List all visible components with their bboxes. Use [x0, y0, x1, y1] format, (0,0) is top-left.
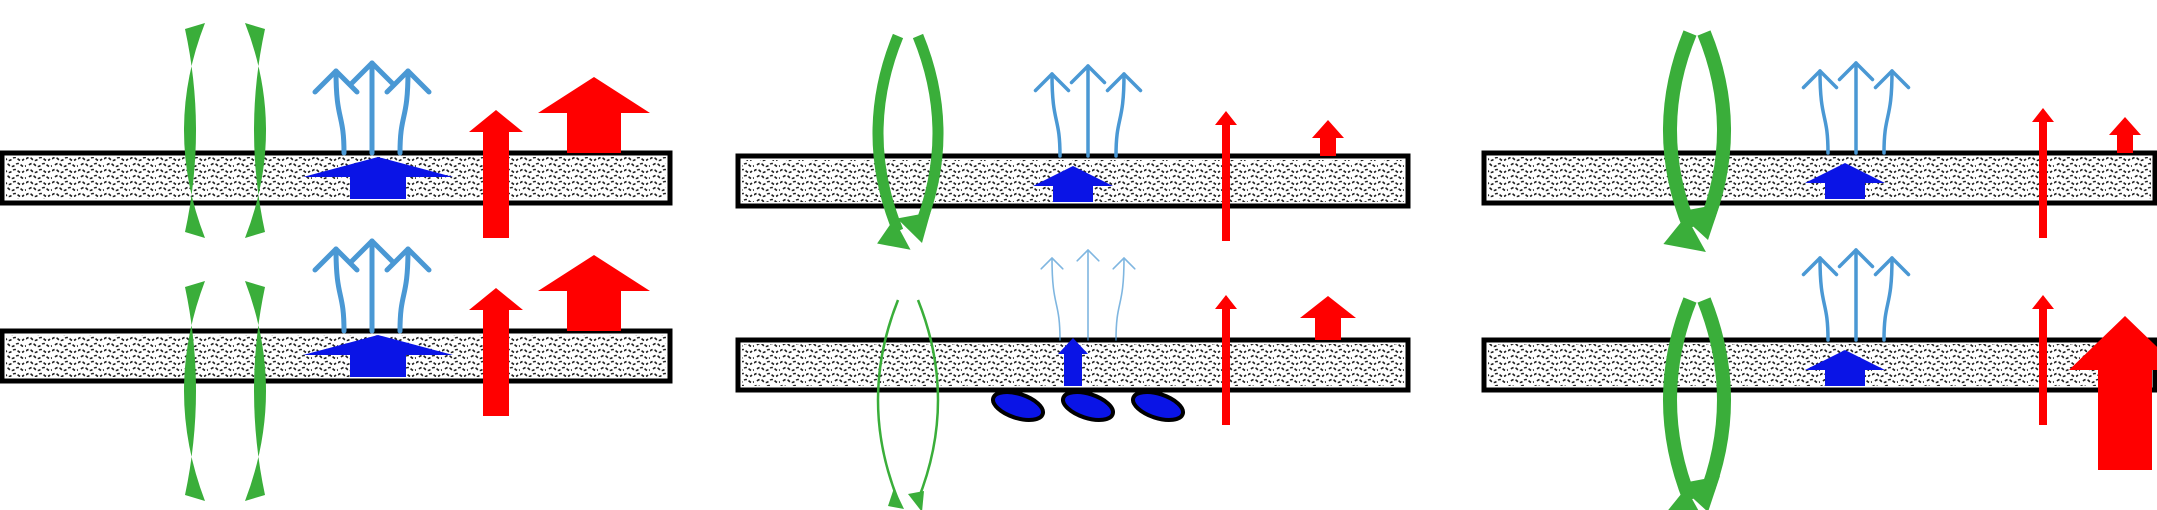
panel-3-row-1-green-up-arrow-stroke [1663, 30, 1697, 231]
panel-3-row-1-lightblue-arrow-right-head [1873, 69, 1911, 90]
panel-3-row-1-green-down-arrow-stroke [1697, 30, 1731, 231]
panel-2-row-1-green-down-arrow-head [897, 212, 931, 243]
panel-1-row-2-lightblue-arrow-right [384, 246, 432, 334]
panel-3-row-2-lightblue-arrow-left-head [1801, 256, 1839, 277]
panel-3-row-1-lightblue-arrow-right [1873, 69, 1911, 155]
panel-3-row-1-lightblue-arrow-center [1837, 61, 1875, 155]
panel-2-row-2-lightblue-arrow-center [1076, 249, 1100, 341]
panel-1-row-2-membrane-texture [6, 335, 666, 377]
panel-1-row-1-lightblue-arrow-right-line [397, 68, 411, 156]
panel-1-row-2-green-right-bracket [245, 281, 266, 501]
panel-3-row-2-lightblue-arrow-right [1873, 256, 1911, 342]
panel-3-row-2-green-up-arrow [1663, 297, 1699, 510]
panel-2-row-2-lightblue-arrow-left-line [1051, 257, 1061, 341]
panel-1-row-1-green-left-bracket [184, 23, 205, 238]
panel-3-row-1-lightblue-arrow-right-line [1882, 69, 1894, 155]
panel-3-row-2-red-block-arrow [2069, 316, 2157, 470]
panel-2-row-2-lightblue-arrow-right [1112, 257, 1136, 341]
panel-2-row-2-lightblue-arrow-left-head [1040, 257, 1064, 270]
panel-2-row-1-lightblue-arrow-center [1069, 64, 1107, 158]
panel-2-row-2-lightblue-arrow-left [1040, 257, 1064, 341]
panel-2-row-1-blue-arrow [1033, 166, 1113, 202]
panel-2-row-1-lightblue-arrow-right-line [1114, 72, 1126, 158]
panel-3-row-1-red-arrow [2032, 108, 2054, 238]
panel-3-row-2-red-arrow [2032, 295, 2054, 425]
panel-1-row-2-lightblue-arrow-center [348, 238, 396, 334]
panel-2-row-2-lightblue-arrow-right-head [1112, 257, 1136, 270]
panel-2-row-2-red-arrow [1215, 295, 1237, 425]
panel-2-row-2-green-down-arrow-stroke [916, 299, 940, 501]
panel-1-row-2-green-left-bracket [184, 281, 205, 501]
panel-2-row-1-red-block-arrow [1312, 120, 1344, 156]
panel-2-row-2-red-block-arrow [1300, 296, 1356, 340]
panel-3-row-1-green-down-arrow [1677, 30, 1731, 240]
panel-2-row-1-red-arrow [1215, 111, 1237, 241]
panel-2-row-1-green-down-arrow [897, 33, 944, 243]
panel-3-row-2-green-up-arrow-stroke [1663, 297, 1697, 503]
panel-1-row-1-lightblue-arrow-center-head [348, 60, 396, 87]
panel-3-row-2-green-down-arrow-head [1677, 476, 1720, 510]
panel-2-row-1-lightblue-arrow-right [1105, 72, 1143, 158]
panel-2-row-1-green-up-arrow-stroke [872, 33, 904, 234]
panel-2-row-2-lightblue-arrow-center-head [1076, 249, 1100, 262]
panel-2-row-2-particle-2 [1060, 390, 1116, 422]
panel-3-row-1-red-block-arrow [2109, 117, 2141, 153]
panel-2-row-1-lightblue-arrow-left-line [1050, 72, 1062, 158]
panel-3-row-1-green-up-arrow-head [1663, 216, 1706, 252]
panel-3-row-1-lightblue-arrow-left [1801, 69, 1839, 155]
panel-3-row-1-lightblue-arrow-left-head [1801, 69, 1839, 90]
panel-3-row-1-lightblue-arrow-left-line [1818, 69, 1830, 155]
panel-2-row-2-green-up-arrow-head [888, 488, 904, 509]
panel-3-row-2-green-up-arrow-head [1668, 488, 1699, 510]
panel-3-row-1-lightblue-arrow-center-head [1837, 61, 1875, 82]
panel-1-row-1-green-right-bracket [245, 23, 266, 238]
panel-1-row-1-lightblue-arrow-left-line [333, 68, 347, 156]
panel-3-row-2-lightblue-arrow-center [1837, 248, 1875, 342]
panel-3-row-1-green-down-arrow-head [1677, 204, 1720, 240]
panel-3-row-2-lightblue-arrow-left-line [1818, 256, 1830, 342]
panel-1-row-2-red-arrow [469, 288, 523, 416]
panel-1-row-2-blue-arrow [303, 335, 453, 377]
panel-2-row-1-lightblue-arrow-right-head [1105, 72, 1143, 93]
panel-1-row-2-lightblue-arrow-center-head [348, 238, 396, 265]
panel-2-row-1-lightblue-arrow-left [1033, 72, 1071, 158]
panel-1-row-1-blue-arrow [303, 157, 453, 199]
panel-3-row-1-blue-arrow [1805, 163, 1885, 199]
panel-2-row-2-blue-arrow [1058, 338, 1088, 386]
panel-2-row-2-green-up-arrow [876, 299, 904, 509]
panel-3-row-2-lightblue-arrow-left [1801, 256, 1839, 342]
panel-2-row-2-particle-1 [990, 390, 1046, 422]
panel-1-row-2-red-block-arrow [538, 255, 650, 331]
panel-3-row-2-lightblue-arrow-center-head [1837, 248, 1875, 269]
panel-1-row-1-red-arrow [469, 110, 523, 238]
panel-3-row-2-blue-arrow [1805, 350, 1885, 386]
panel-1-row-1-lightblue-arrow-right-head [384, 68, 432, 95]
panel-2-row-1-lightblue-arrow-center-head [1069, 64, 1107, 85]
panel-2-row-2-lightblue-arrow-right-line [1115, 257, 1125, 341]
panel-2-row-1-green-up-arrow [872, 33, 911, 250]
panel-3-row-2-lightblue-arrow-right-line [1882, 256, 1894, 342]
panel-2-row-2-particle-3 [1130, 390, 1186, 422]
panel-2-row-2-green-down-arrow [908, 299, 940, 510]
panel-1-row-2-lightblue-arrow-right-head [384, 246, 432, 273]
panel-2-row-1-lightblue-arrow-left-head [1033, 72, 1071, 93]
panel-1-row-1-lightblue-arrow-right [384, 68, 432, 156]
panel-1-row-2-lightblue-arrow-right-line [397, 246, 411, 334]
panel-1-row-2-lightblue-arrow-left-line [333, 246, 347, 334]
panel-3-row-1-green-up-arrow [1663, 30, 1706, 252]
panel-2-row-2-green-down-arrow-head [908, 491, 924, 510]
panel-2-row-1-green-up-arrow-head [877, 219, 911, 250]
panel-1-row-1-red-block-arrow [538, 77, 650, 153]
panel-1-row-1-lightblue-arrow-center [348, 60, 396, 156]
panel-3-row-2-green-down-arrow-stroke [1697, 297, 1731, 503]
panel-2-row-1-green-down-arrow-stroke [912, 33, 944, 234]
panel-3-row-2-lightblue-arrow-right-head [1873, 256, 1911, 277]
panel-1-row-1-membrane-texture [6, 157, 666, 199]
panel-2-row-2-green-up-arrow-stroke [876, 299, 900, 501]
panel-3-row-2-green-down-arrow [1677, 297, 1731, 510]
